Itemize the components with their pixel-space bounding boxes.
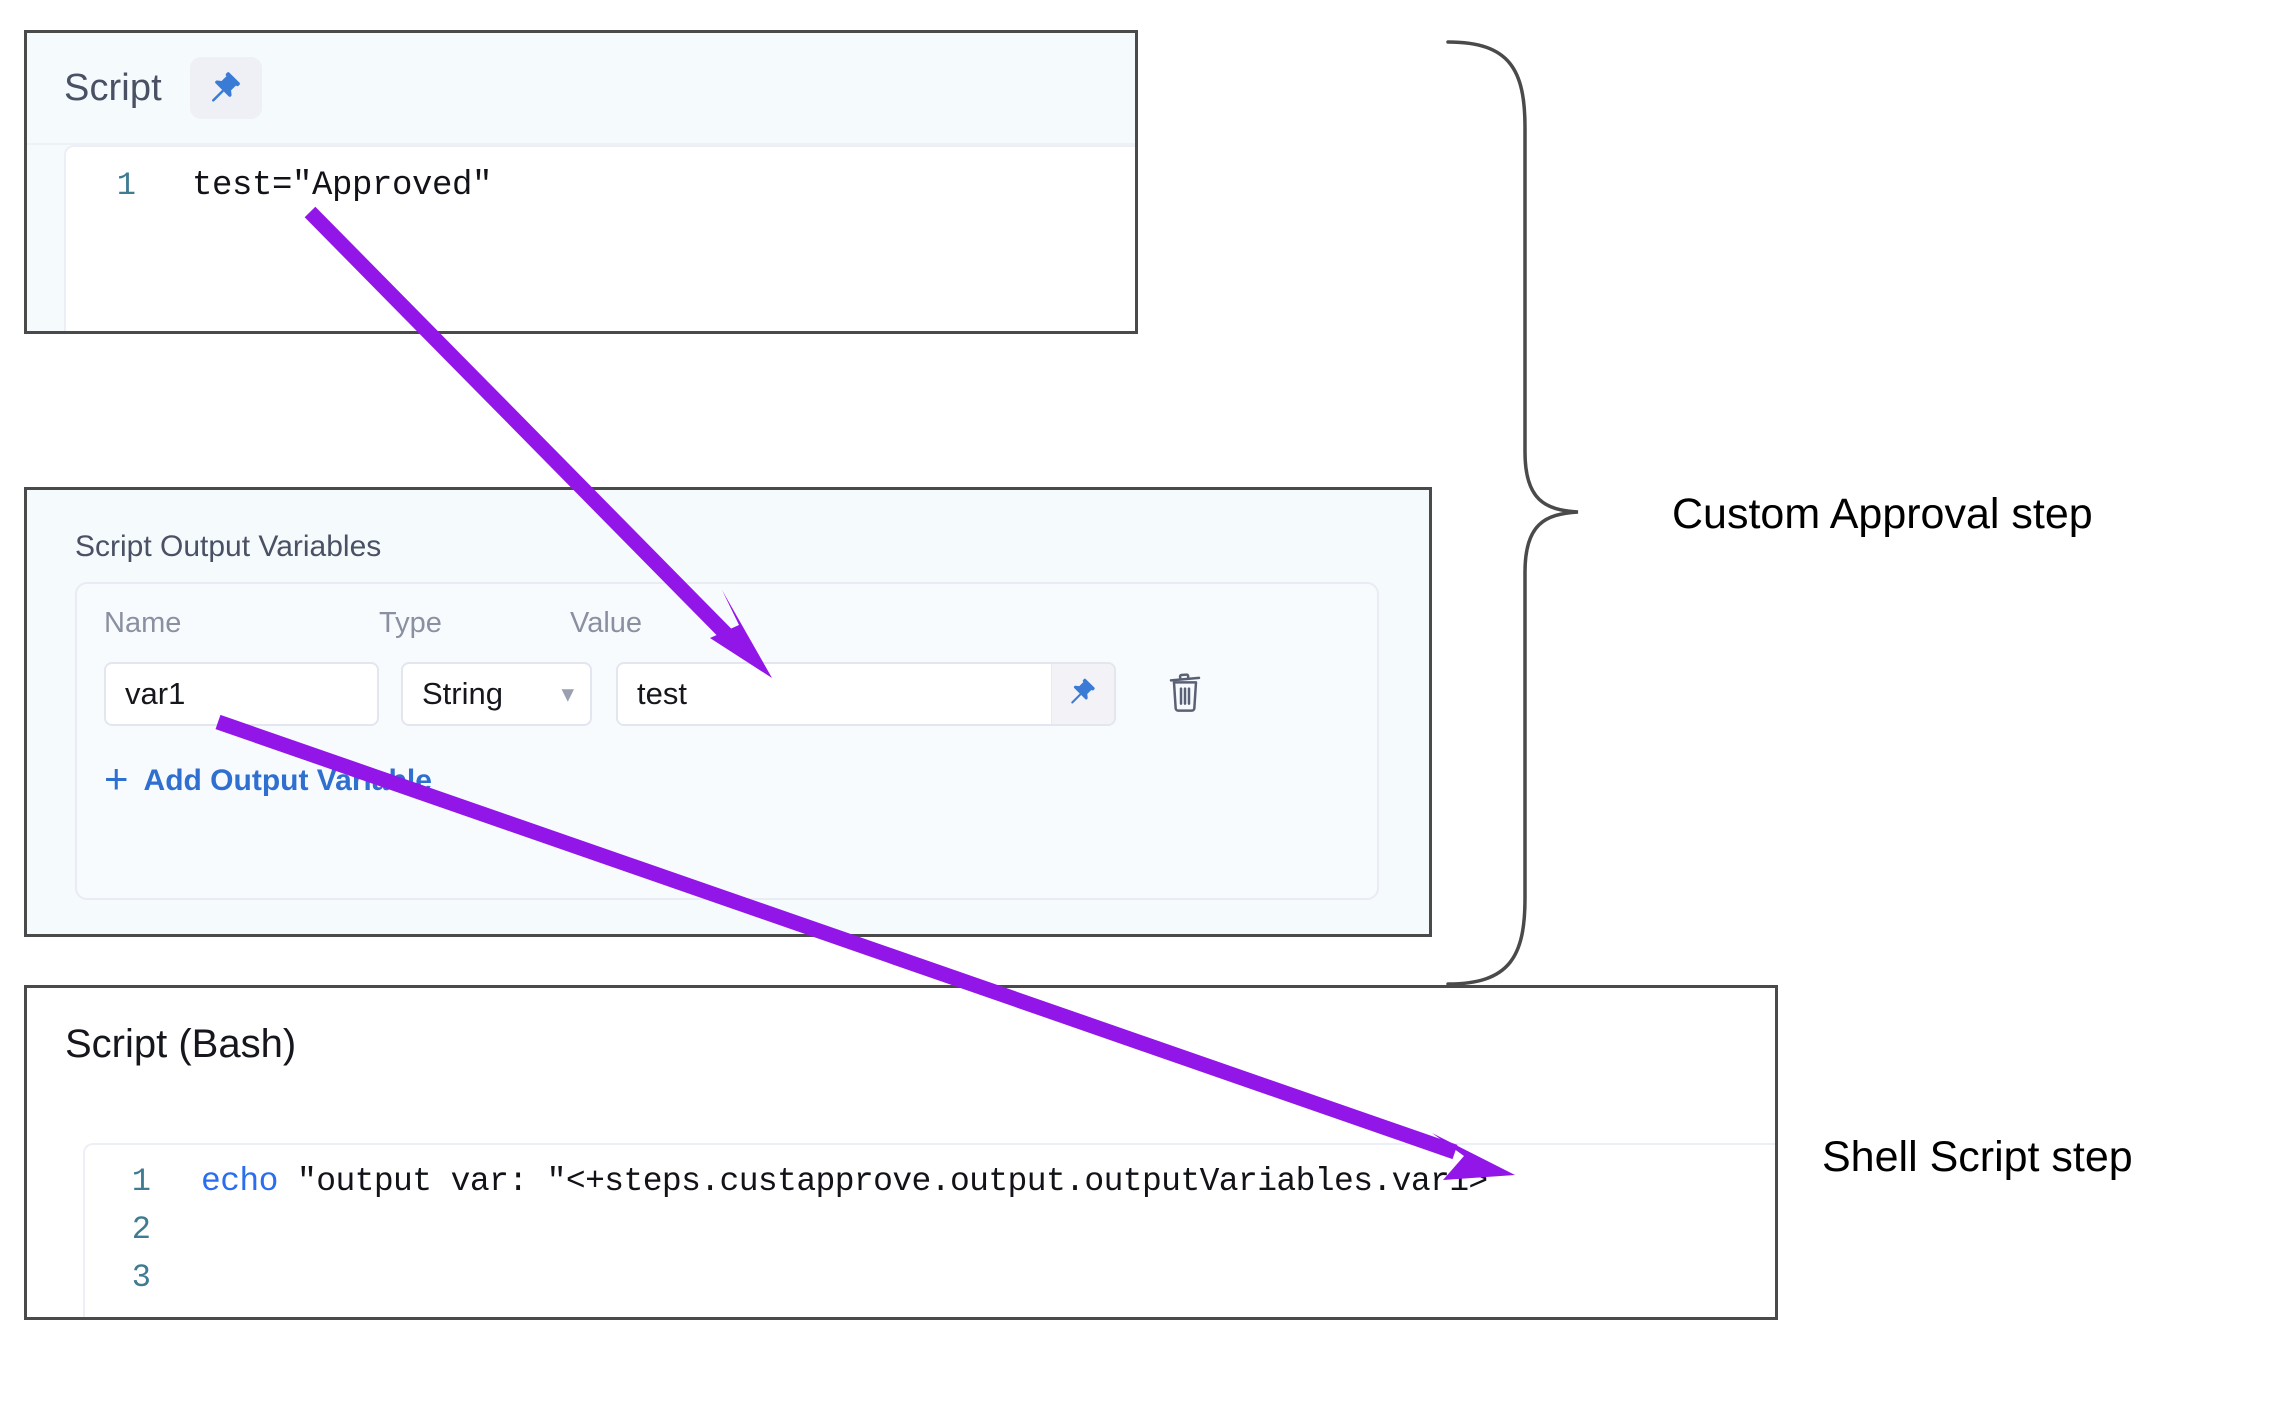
code-text: echo "output var: "<+steps.custapprove.o…: [201, 1165, 1488, 1198]
code-line: 2: [85, 1214, 1775, 1246]
variable-name-input[interactable]: var1: [104, 662, 379, 726]
pushpin-icon: [1067, 676, 1099, 713]
code-line: 1 test="Approved": [66, 169, 1135, 203]
pushpin-icon: [207, 69, 245, 107]
code-text: test="Approved": [192, 167, 493, 205]
column-header-type: Type: [379, 607, 442, 639]
value-pushpin-button[interactable]: [1051, 664, 1114, 724]
output-variable-row: var1 String ▾ test: [104, 662, 1357, 726]
curly-brace: [1446, 40, 1579, 986]
script-output-variables-panel: Script Output Variables Name Type Value …: [24, 487, 1432, 937]
variable-value-input[interactable]: test: [618, 664, 1051, 724]
add-output-variable-button[interactable]: + Add Output Variable: [104, 758, 432, 800]
output-variables-column-headers: Name Type Value: [104, 607, 1377, 640]
output-variables-card: Name Type Value var1 String ▾ test: [75, 582, 1379, 900]
custom-approval-step-label: Custom Approval step: [1672, 490, 2093, 538]
code-rest: "output var: "<+steps.custapprove.output…: [277, 1163, 1488, 1200]
shell-script-panel-title: Script (Bash): [65, 1022, 297, 1066]
chevron-down-icon: ▾: [561, 679, 574, 708]
shell-script-panel: Script (Bash) 1 echo "output var: "<+ste…: [24, 985, 1778, 1320]
script-panel-header: Script: [27, 33, 1135, 145]
line-number: 1: [131, 1163, 151, 1200]
script-code-editor[interactable]: 1 test="Approved": [64, 145, 1135, 331]
plus-icon: +: [104, 755, 129, 802]
trash-icon: [1165, 671, 1205, 718]
line-number: 1: [116, 167, 136, 204]
variable-value-field: test: [616, 662, 1116, 726]
add-output-variable-label: Add Output Variable: [143, 764, 432, 797]
code-line: 1 echo "output var: "<+steps.custapprove…: [85, 1165, 1775, 1198]
shell-script-step-label: Shell Script step: [1822, 1133, 2133, 1181]
code-line: 3: [85, 1262, 1775, 1294]
column-header-name: Name: [104, 607, 182, 639]
variable-type-select[interactable]: String ▾: [401, 662, 592, 726]
column-header-value: Value: [570, 607, 643, 639]
variable-type-value: String: [422, 676, 503, 711]
script-panel-title: Script: [64, 66, 162, 109]
pushpin-button[interactable]: [189, 57, 262, 119]
script-panel: Script 1 test="Approved": [24, 30, 1138, 334]
bash-code-editor[interactable]: 1 echo "output var: "<+steps.custapprove…: [83, 1143, 1775, 1317]
delete-variable-button[interactable]: [1158, 665, 1212, 723]
output-variables-title: Script Output Variables: [75, 530, 382, 563]
code-keyword: echo: [201, 1163, 278, 1200]
line-number: 3: [131, 1259, 151, 1296]
line-number: 2: [131, 1211, 151, 1248]
